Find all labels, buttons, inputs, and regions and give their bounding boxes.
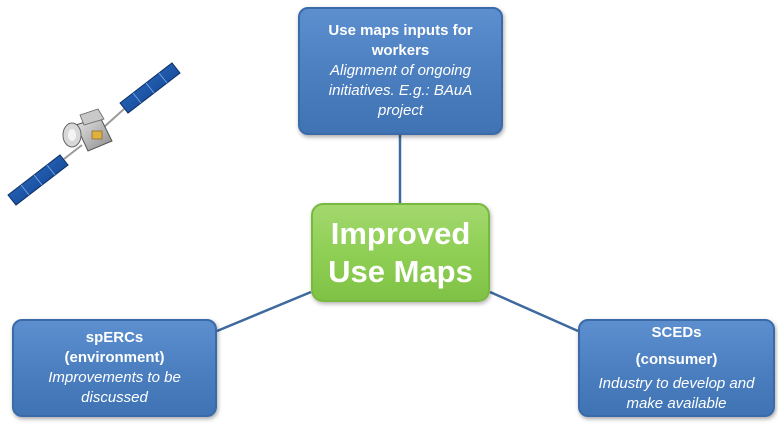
satellite-icon [7,62,181,206]
node-consumer-title-1: SCEDs [651,324,702,341]
node-environment-title-2: (environment) [64,349,165,366]
node-workers-description: Alignment of ongoing initiatives. E.g.: … [328,62,473,119]
node-workers: Use maps inputs for workers Alignment of… [298,7,503,135]
node-consumer: SCEDs (consumer) Industry to develop and… [578,319,775,417]
connector-right [489,290,579,333]
solar-panel-left [7,154,69,206]
node-environment-description: Improvements to be discussed [48,369,181,406]
node-consumer-title-2: (consumer) [635,351,718,368]
satellite-body [62,108,113,152]
node-environment: spERCs (environment) Improvements to be … [12,319,217,417]
connector-left [216,290,312,333]
solar-panel-right [119,62,181,114]
node-environment-title-1: spERCs [85,329,144,346]
node-improved-use-maps: Improved Use Maps [311,203,490,302]
node-workers-title: Use maps inputs for workers [328,22,473,59]
center-title-line-1: Improved [330,215,471,251]
center-title-line-2: Use Maps [328,253,473,289]
node-consumer-description: Industry to develop and make available [598,375,755,412]
